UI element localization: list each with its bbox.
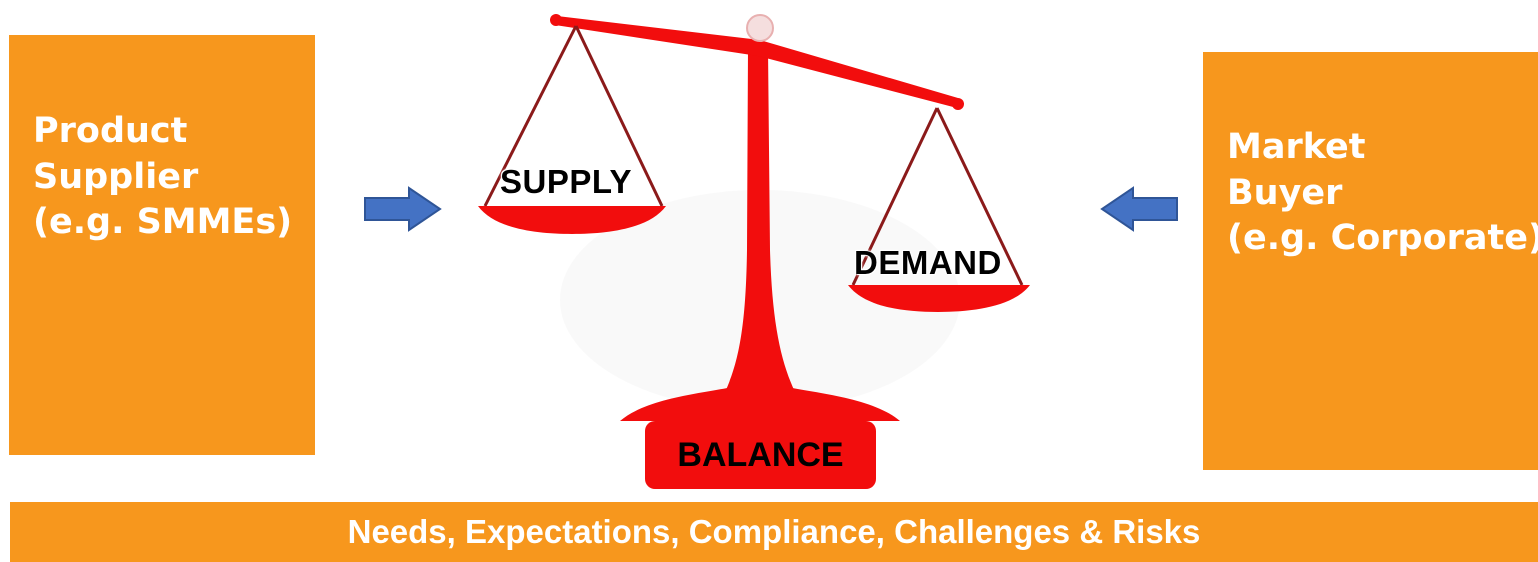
scale-base — [620, 384, 900, 421]
left-pan — [478, 206, 666, 234]
beam-right-knob — [952, 98, 964, 110]
market-buyer-box: Market Buyer (e.g. Corporate) — [1203, 52, 1538, 470]
right-pan — [848, 285, 1030, 312]
supply-label: SUPPLY — [500, 163, 633, 200]
balance-label: BALANCE — [677, 435, 844, 474]
product-supplier-box: Product Supplier (e.g. SMMEs) — [9, 35, 315, 455]
arrow-left-icon — [1100, 186, 1178, 232]
scale-pillar — [725, 48, 795, 392]
supplier-line-3: (e.g. SMMEs) — [33, 202, 293, 242]
balance-badge: BALANCE — [645, 421, 876, 489]
scale-finial — [746, 14, 774, 42]
beam-left-knob — [550, 14, 562, 26]
buyer-line-3: (e.g. Corporate) — [1227, 218, 1538, 258]
supplier-line-1: Product — [33, 111, 188, 151]
bottom-banner: Needs, Expectations, Compliance, Challen… — [10, 502, 1538, 562]
bottom-banner-text: Needs, Expectations, Compliance, Challen… — [347, 513, 1201, 550]
demand-label: DEMAND — [854, 244, 1002, 281]
buyer-line-1: Market — [1227, 127, 1366, 167]
supplier-line-2: Supplier — [33, 156, 199, 197]
arrow-right-icon — [364, 186, 442, 232]
buyer-line-2: Buyer — [1227, 172, 1343, 213]
scale-beam — [555, 16, 958, 108]
